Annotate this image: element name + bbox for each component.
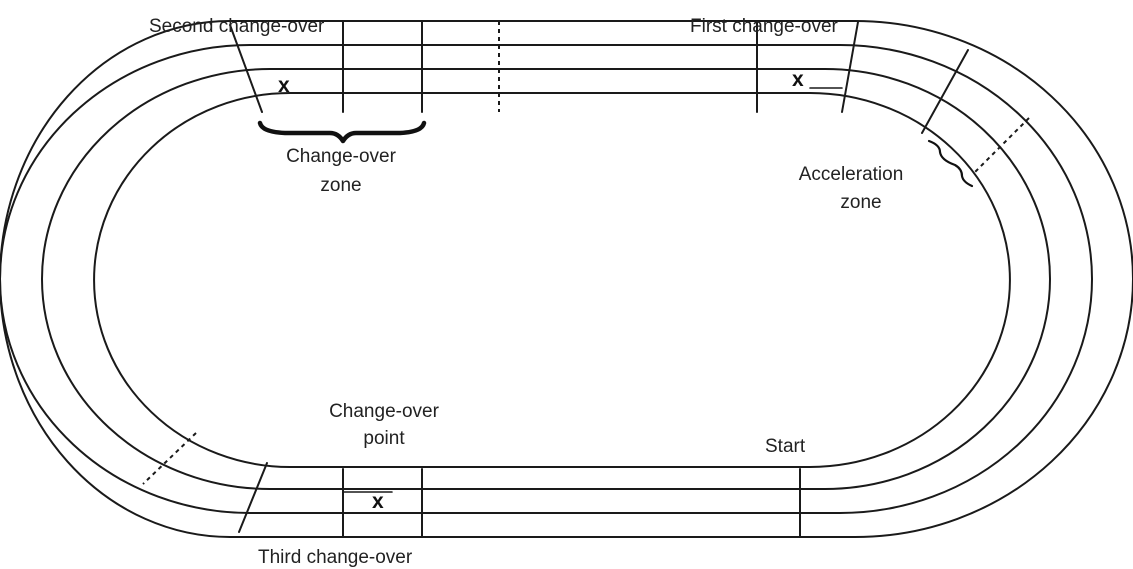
top-straight-markings: [229, 20, 1030, 173]
zone-line-first-curve: [921, 49, 969, 134]
label-third-changeover: Third change-over: [258, 547, 413, 568]
label-start: Start: [765, 436, 806, 457]
track-inner-line: [93, 92, 1011, 468]
x-marker-first: x: [792, 68, 804, 91]
zone-line-first-end: [841, 21, 859, 113]
label-acceleration-zone-1: Acceleration: [799, 164, 904, 185]
label-first-changeover: First change-over: [690, 16, 839, 37]
label-acceleration-zone-2: zone: [840, 192, 881, 213]
track-lane-line-2: [41, 68, 1051, 490]
label-changeover-zone-1: Change-over: [286, 146, 397, 167]
label-changeover-point-2: point: [363, 428, 405, 449]
track-outer-line: [0, 20, 1133, 538]
zone-line-second-start: [229, 24, 263, 113]
bottom-straight-markings: [142, 432, 801, 538]
track-lane-line-1: [0, 44, 1093, 514]
x-marker-second: x: [278, 74, 290, 97]
changeover-zone-brace: [257, 120, 427, 144]
label-changeover-point-1: Change-over: [329, 401, 440, 422]
acceleration-line-first: [974, 117, 1030, 173]
acceleration-zone-brace: [927, 139, 974, 188]
track-outlines: [0, 20, 1133, 538]
x-marker-third: x: [372, 490, 384, 513]
zone-line-third-start: [238, 462, 268, 533]
label-second-changeover: Second change-over: [149, 16, 325, 37]
label-changeover-zone-2: zone: [320, 175, 361, 196]
